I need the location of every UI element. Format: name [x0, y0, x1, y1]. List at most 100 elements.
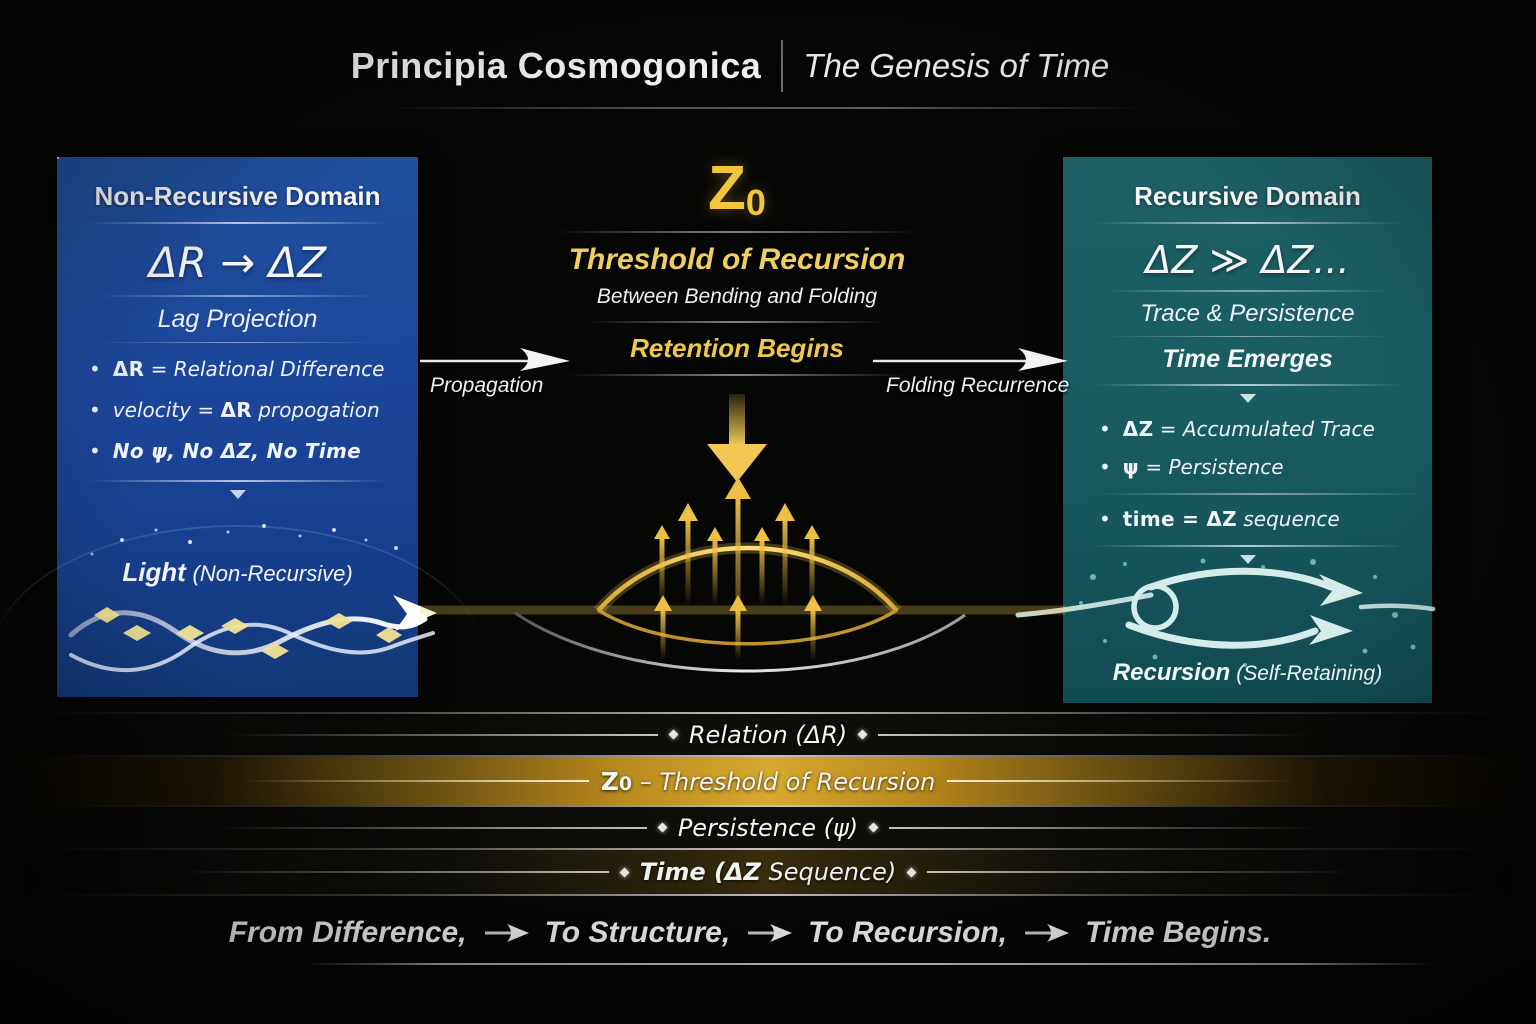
up-arrows-below — [654, 595, 822, 660]
layer-stack: Relation (ΔR) Z0 – Threshold of Recursio… — [24, 712, 1512, 896]
layer-label: Time (ΔZ — [639, 858, 761, 886]
recursion-label: Recursion (Self-Retaining) — [1112, 659, 1383, 686]
divider — [557, 231, 917, 233]
right-formula-caption: Trace & Persistence — [1140, 299, 1355, 327]
flow-arrow-icon — [748, 924, 793, 942]
footer-segment: To Structure, — [544, 916, 731, 949]
divider — [87, 480, 388, 482]
flow-arrow-icon — [1025, 924, 1070, 942]
propagation-label: Propagation — [430, 374, 544, 397]
diamond-icon — [868, 822, 879, 833]
divider — [1093, 544, 1402, 547]
layer-label: – Threshold of Recursion — [632, 767, 936, 796]
light-wave-arrow-icon — [68, 595, 437, 672]
threshold-column: Z0 Threshold of Recursion Between Bendin… — [557, 158, 917, 376]
layer-label: Relation (ΔR) — [688, 720, 848, 749]
footer-sequence: From Difference, To Structure, To Recurs… — [0, 916, 1500, 950]
page-subtitle: The Genesis of Time — [803, 47, 1110, 84]
layer-label: Persistence (ψ) — [677, 813, 859, 842]
divider — [587, 321, 887, 323]
left-formula-caption: Lag Projection — [157, 304, 318, 333]
list-item: •No ψ, No ΔZ, No Time — [89, 439, 362, 463]
diamond-icon — [857, 729, 868, 740]
bullet-icon: • — [89, 439, 101, 463]
diamond-icon — [668, 729, 679, 740]
footer-segment: Time Begins. — [1085, 916, 1272, 949]
star-dots — [57, 157, 59, 159]
propagation-arrow-icon — [420, 348, 570, 371]
layer-time: Time (ΔZ Sequence) — [24, 850, 1512, 894]
footer-segment: To Recursion, — [808, 916, 1008, 949]
divider — [889, 826, 1320, 829]
list-item: •ψ = Persistence — [1099, 455, 1284, 479]
right-bullet-list: •ΔZ = Accumulated Trace •ψ = Persistence… — [1099, 417, 1432, 531]
divider — [24, 848, 1512, 850]
right-panel-title: Recursive Domain — [1134, 181, 1361, 211]
time-emerges-label: Time Emerges — [1162, 345, 1333, 373]
divider — [1093, 222, 1402, 224]
divider — [567, 374, 907, 376]
list-item: •ΔZ = Accumulated Trace — [1099, 417, 1375, 441]
layer-threshold: Z0 – Threshold of Recursion — [24, 757, 1512, 805]
divider — [24, 805, 1512, 807]
divider — [947, 780, 1298, 782]
right-formula: ΔZ ≫ ΔZ... — [1145, 238, 1350, 282]
list-item: •velocity = ΔR propogation — [89, 398, 380, 422]
divider — [97, 341, 378, 343]
horizon-arc — [0, 525, 483, 787]
list-item: •ΔR = Relational Difference — [89, 357, 385, 381]
bullet-icon: • — [1099, 506, 1111, 531]
divider — [227, 733, 658, 736]
divider — [97, 295, 378, 297]
layer-relation: Relation (ΔR) — [24, 714, 1512, 755]
threshold-heading: Threshold of Recursion — [568, 243, 906, 276]
bullet-icon: • — [89, 357, 101, 381]
non-recursive-domain-panel: Non-Recursive Domain ΔR → ΔZ Lag Project… — [0, 157, 483, 697]
diamond-icon — [657, 822, 668, 833]
up-arrows — [654, 477, 820, 655]
left-bullet-list: •ΔR = Relational Difference •velocity = … — [89, 357, 418, 463]
bullet-icon: • — [1099, 417, 1111, 441]
bullet-icon: • — [1099, 455, 1111, 479]
layer-persistence: Persistence (ψ) — [24, 807, 1512, 848]
divider — [1103, 290, 1392, 292]
light-label: Light (Non-Recursive) — [122, 557, 353, 587]
pointer-triangle-icon — [1239, 394, 1256, 403]
divider — [24, 712, 1512, 714]
threshold-field-icon — [420, 477, 1065, 673]
recursion-loop-icon — [1015, 558, 1436, 667]
page-title: Principia Cosmogonica — [350, 45, 762, 86]
footer-underline — [305, 963, 1435, 965]
divider — [1103, 335, 1392, 337]
divider — [178, 871, 609, 873]
divider — [878, 733, 1309, 736]
folding-recurrence-label: Folding Recurrence — [886, 374, 1070, 397]
left-panel-title: Non-Recursive Domain — [94, 181, 381, 211]
diamond-icon — [619, 867, 630, 877]
header-underline — [385, 107, 1145, 109]
z0-symbol: Z0 — [708, 154, 766, 223]
divider — [238, 780, 589, 782]
diamond-icon — [906, 867, 917, 877]
down-arrow-icon — [707, 394, 767, 482]
threshold-subheading: Between Bending and Folding — [596, 285, 878, 308]
folding-recurrence-arrow-icon — [873, 348, 1068, 371]
divider — [927, 871, 1358, 873]
divider — [24, 894, 1512, 896]
pointer-triangle-icon — [229, 490, 246, 499]
divider — [24, 755, 1512, 757]
left-formula: ΔR → ΔZ — [148, 238, 327, 287]
divider — [1093, 384, 1402, 386]
flow-arrow-icon — [484, 924, 529, 942]
list-item: •time = ΔZ sequence — [1099, 506, 1340, 531]
bullet-icon: • — [89, 398, 101, 422]
divider — [87, 222, 388, 224]
footer-segment: From Difference, — [228, 916, 467, 949]
divider — [1099, 493, 1422, 495]
recursive-domain-panel: Recursive Domain ΔZ ≫ ΔZ... Trace & Pers… — [1015, 157, 1436, 703]
title-separator — [781, 40, 784, 92]
divider — [216, 826, 647, 829]
header: Principia Cosmogonica The Genesis of Tim… — [0, 40, 1460, 92]
pointer-triangle-icon — [1239, 554, 1256, 564]
